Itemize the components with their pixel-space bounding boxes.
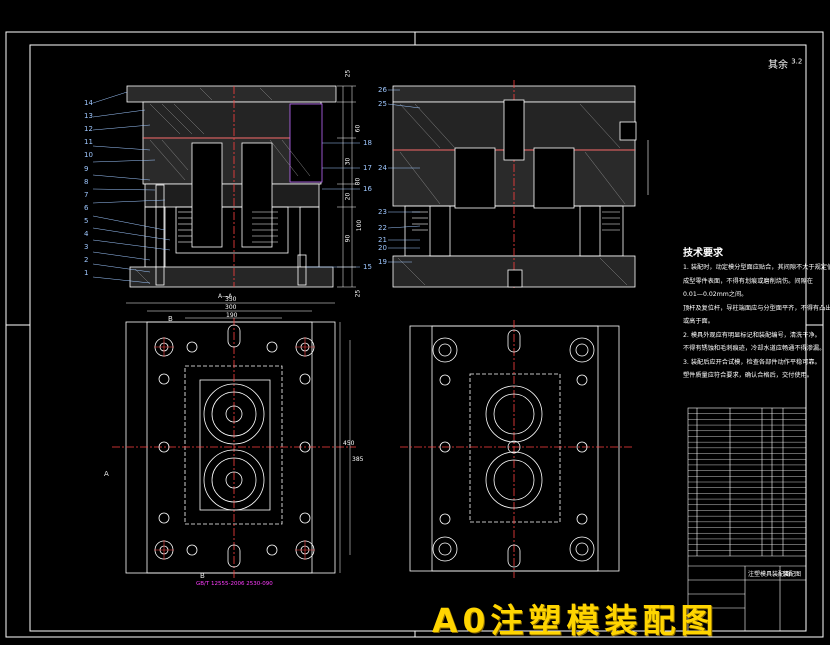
- right-leaders: [387, 89, 421, 263]
- left-springs: [178, 211, 278, 243]
- part-callout-25: 25: [378, 100, 387, 108]
- left-section-view: [126, 85, 337, 288]
- roughness-note: 其余 3.2: [768, 56, 802, 71]
- part-callout-22: 22: [378, 224, 387, 232]
- part-callout-4: 4: [84, 230, 89, 238]
- part-callout-17: 17: [363, 164, 372, 172]
- section-dim-6: 90: [344, 234, 352, 243]
- left-plan-view: [112, 318, 356, 578]
- section-dim-7: 25: [354, 289, 362, 298]
- tech-requirement-line: 成型零件表面，不得有划痕或磨削烧伤。间隙在: [683, 277, 813, 285]
- section-dim-3: 80: [354, 177, 362, 186]
- view-mark-b-top: B: [168, 315, 173, 323]
- tech-requirement-line: 或高于面。: [683, 318, 714, 325]
- tech-requirement-line: 塑件质量应符合要求，确认合格后，交付使用。: [683, 372, 813, 379]
- part-callout-10: 10: [84, 151, 93, 160]
- part-callout-8: 8: [84, 177, 89, 186]
- part-callout-19: 19: [378, 258, 387, 266]
- part-callout-18: 18: [363, 139, 372, 147]
- view-mark-b-bottom: B: [200, 572, 205, 580]
- part-callout-5: 5: [84, 216, 89, 225]
- dim-overall-height: 450: [343, 440, 355, 447]
- right-section-hatch: [397, 103, 628, 286]
- right-springs: [412, 211, 620, 231]
- inner-border: [29, 44, 807, 632]
- dim-overall-width: 350: [225, 296, 237, 303]
- dim-inner-height: 385: [352, 456, 364, 463]
- section-dim-1: 60: [354, 124, 362, 133]
- drawing-banner: A0注塑模装配图: [432, 601, 719, 640]
- part-callout-13: 13: [84, 112, 93, 121]
- dim-inner-width: 300: [225, 304, 237, 311]
- part-callout-14: 14: [84, 99, 93, 107]
- part-callout-1: 1: [84, 269, 89, 278]
- left-leaders: [92, 91, 360, 284]
- plan-dimension-lines: [126, 302, 351, 573]
- part-callout-21: 21: [378, 236, 387, 244]
- part-callout-24: 24: [378, 164, 387, 172]
- title-block-name: 注塑模具装配图: [748, 571, 791, 578]
- left-plan-red-marks: [154, 337, 315, 560]
- part-callout-3: 3: [84, 243, 89, 252]
- title-block-type: 装配图: [783, 571, 802, 578]
- tech-requirement-line: 1. 装配时，动定模分型面应贴合，其间隙不大于规定值: [683, 264, 830, 271]
- title-block-rows: [688, 413, 806, 551]
- right-plan-view: [400, 320, 632, 578]
- part-callout-9: 9: [84, 164, 89, 173]
- tech-requirement-line: 0.01—0.02mm之间。: [683, 291, 748, 298]
- section-dimension-lines: [337, 85, 356, 288]
- tech-requirement-line: 3. 装配后应开合试模，检查各部件动作平稳可靠。: [683, 358, 821, 366]
- view-mark-a-left: A: [104, 470, 109, 478]
- magenta-standard-note: GB/T 12555-2006 2530-090: [196, 581, 273, 587]
- part-callout-20: 20: [378, 244, 387, 252]
- dim-core-width: 190: [226, 312, 238, 319]
- section-dim-5: 100: [356, 219, 364, 232]
- tech-requirements-title: 技术要求: [683, 248, 723, 259]
- roughness-label: 其余: [768, 60, 788, 71]
- left-section-hatch: [134, 87, 311, 285]
- part-callout-2: 2: [84, 256, 89, 265]
- part-callout-7: 7: [84, 190, 89, 199]
- part-callout-16: 16: [363, 185, 372, 193]
- section-dim-4: 20: [344, 192, 352, 201]
- part-callout-11: 11: [84, 138, 93, 147]
- part-callout-6: 6: [84, 203, 89, 212]
- right-section-view: [392, 80, 637, 290]
- part-callout-23: 23: [378, 208, 387, 216]
- section-dim-2: 30: [344, 157, 352, 166]
- part-callout-12: 12: [84, 125, 93, 134]
- section-dim-0: 25: [344, 69, 352, 78]
- part-callout-26: 26: [378, 86, 387, 94]
- roughness-value: 3.2: [791, 57, 803, 66]
- part-callout-15: 15: [363, 263, 372, 271]
- tech-requirement-line: 顶杆及复位杆，导柱端面应与分型面平齐，不得有凸出: [683, 304, 830, 312]
- tech-requirement-line: 2. 模具外观应有明显标记和装配编号，清洗干净。: [683, 331, 821, 339]
- section-label: A—A: [218, 293, 233, 300]
- tech-requirement-line: 不得有锈蚀和毛刺痕迹，冷却水道应畅通不得渗漏。: [683, 345, 826, 352]
